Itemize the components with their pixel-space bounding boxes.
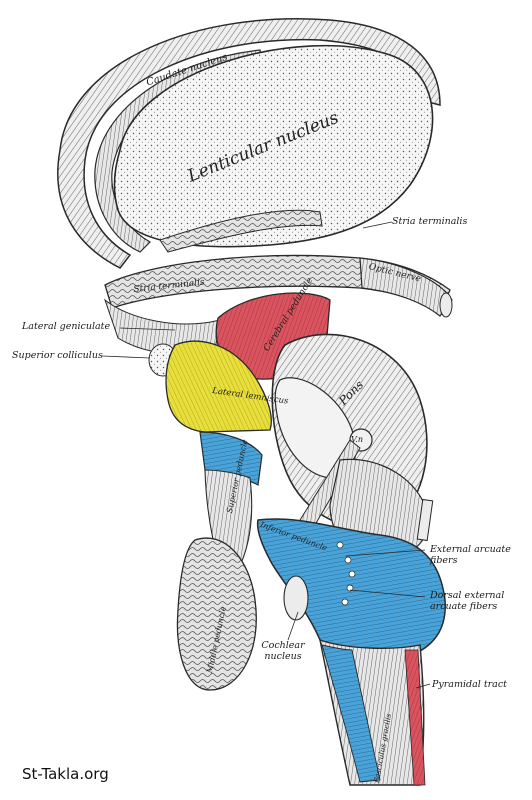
cochlear-nucleus (283, 575, 309, 621)
lower-left-lobe (176, 537, 257, 691)
label-stria-terminalis: Stria terminalis (392, 216, 468, 227)
lenticular-nucleus (113, 44, 434, 248)
caudate-nucleus-arc (57, 18, 441, 269)
label-dorsal-external-arcuate-fibers: Dorsal external arcuate fibers (430, 590, 505, 612)
pyramidal-tract-strip (404, 649, 426, 786)
label-cochlear-nucleus: Cochlear nucleus (261, 640, 305, 662)
cord-blue-strip (321, 644, 381, 783)
watermark: St-Takla.org (22, 765, 109, 783)
label-pyramidal-tract: Pyramidal tract (432, 679, 507, 690)
striated-band (159, 209, 323, 253)
arcuate-dots (336, 541, 356, 606)
label-external-arcuate-fibers: External arcuate fibers (430, 544, 511, 566)
nerve-stub (416, 498, 434, 542)
label-lateral-geniculate: Lateral geniculate (22, 321, 111, 332)
label-superior-colliculus: Superior colliculus (12, 350, 103, 361)
label-nerve-v: V.n (351, 435, 364, 444)
yellow-region (165, 340, 272, 433)
leader-lines (101, 221, 431, 689)
